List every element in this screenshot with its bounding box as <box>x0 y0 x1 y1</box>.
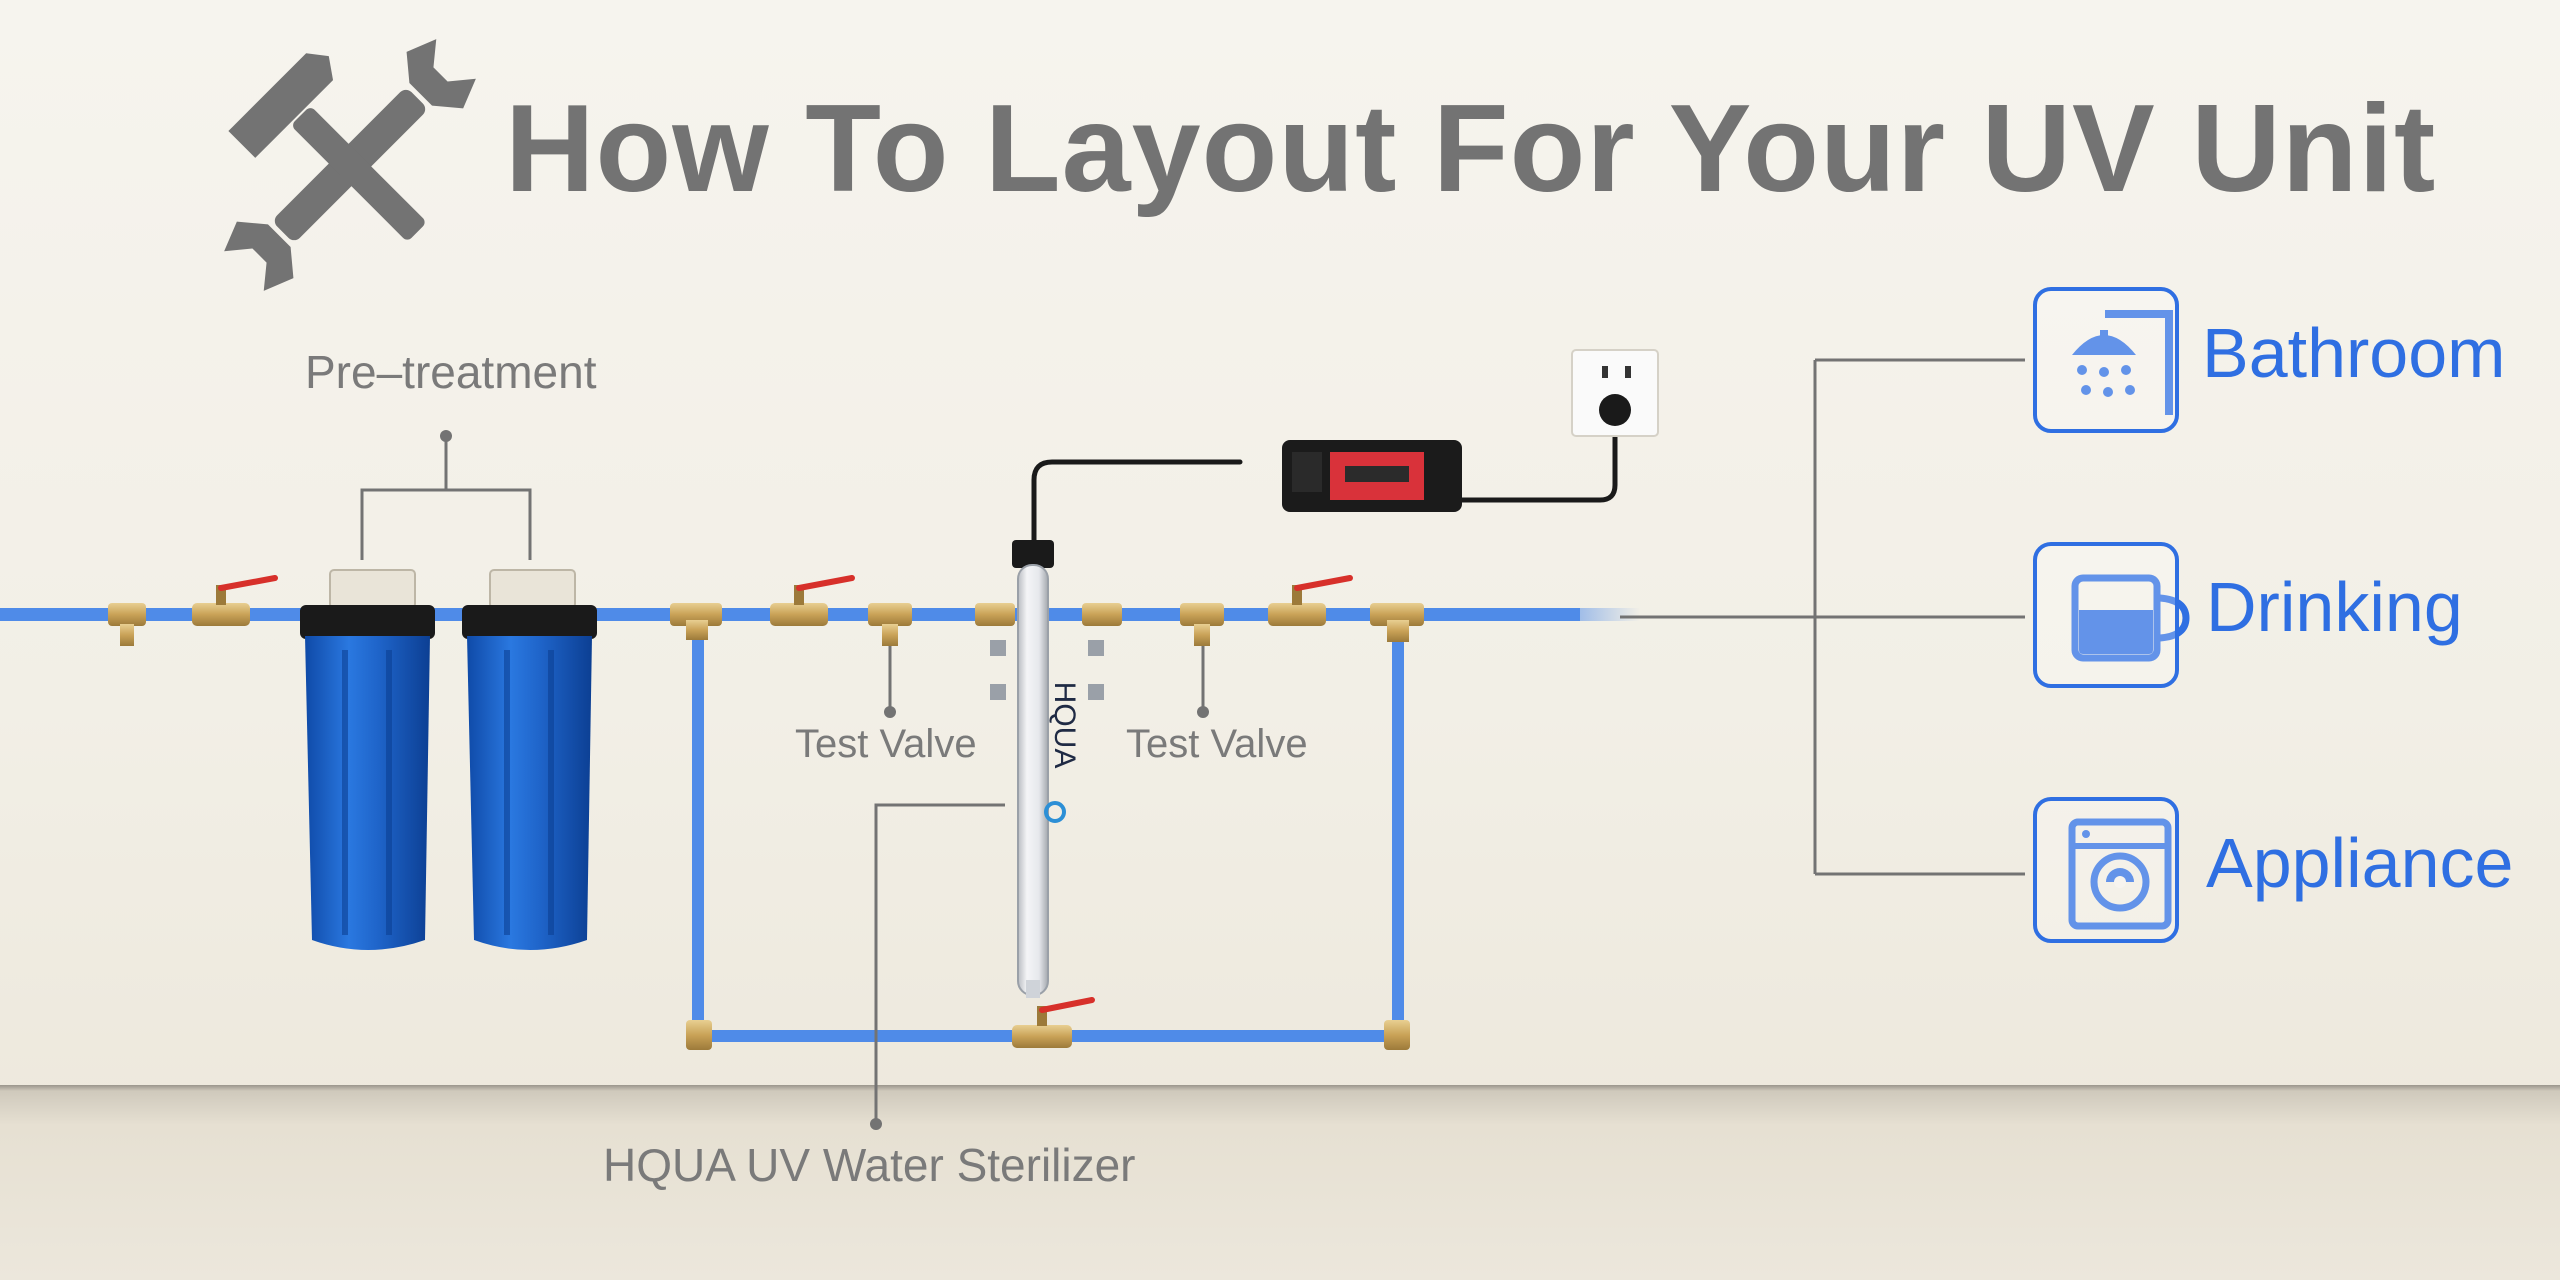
test-valve-label-left: Test Valve <box>795 722 977 766</box>
tee-fitting <box>108 603 146 646</box>
page-title: How To Layout For Your UV Unit <box>505 80 2437 218</box>
fittings <box>108 575 1424 1050</box>
outlet-label-bathroom: Bathroom <box>2202 314 2506 392</box>
washing-machine-icon <box>2068 818 2172 930</box>
pretreatment-bracket <box>360 438 532 560</box>
ballast-icon <box>1282 440 1462 512</box>
test-valve-fitting-right <box>1180 603 1224 646</box>
cup-icon <box>2071 574 2190 662</box>
uv-sterilizer: HQUA <box>990 540 1104 998</box>
uv-brand-text: HQUA <box>1048 682 1081 769</box>
tools-icon <box>224 39 476 291</box>
appliance-outlet-box <box>2033 797 2179 943</box>
filter-housing-2 <box>462 569 597 950</box>
filter-housing-1 <box>300 569 435 950</box>
outlet-label-appliance: Appliance <box>2206 824 2514 902</box>
bathroom-outlet-box <box>2033 287 2179 433</box>
valve <box>192 575 278 626</box>
sterilizer-label: HQUA UV Water Sterilizer <box>603 1139 1136 1191</box>
bypass-valve <box>1012 997 1095 1048</box>
tee-fitting <box>1370 603 1424 642</box>
test-valve-fitting-left <box>868 603 912 646</box>
floor-shelf <box>0 1085 2560 1280</box>
pretreatment-label: Pre–treatment <box>305 346 597 398</box>
valve <box>1268 575 1353 626</box>
test-valve-label-right: Test Valve <box>1126 722 1308 766</box>
main-pipe <box>0 608 1640 1042</box>
outlet-label-drinking: Drinking <box>2206 568 2463 646</box>
tee-fitting <box>670 603 722 640</box>
shower-icon <box>2072 310 2173 415</box>
power-cord <box>1031 427 1618 545</box>
wall-outlet-icon <box>1571 349 1659 437</box>
outlet-branches <box>1620 358 2025 876</box>
valve <box>770 575 855 626</box>
drinking-outlet-box <box>2033 542 2179 688</box>
